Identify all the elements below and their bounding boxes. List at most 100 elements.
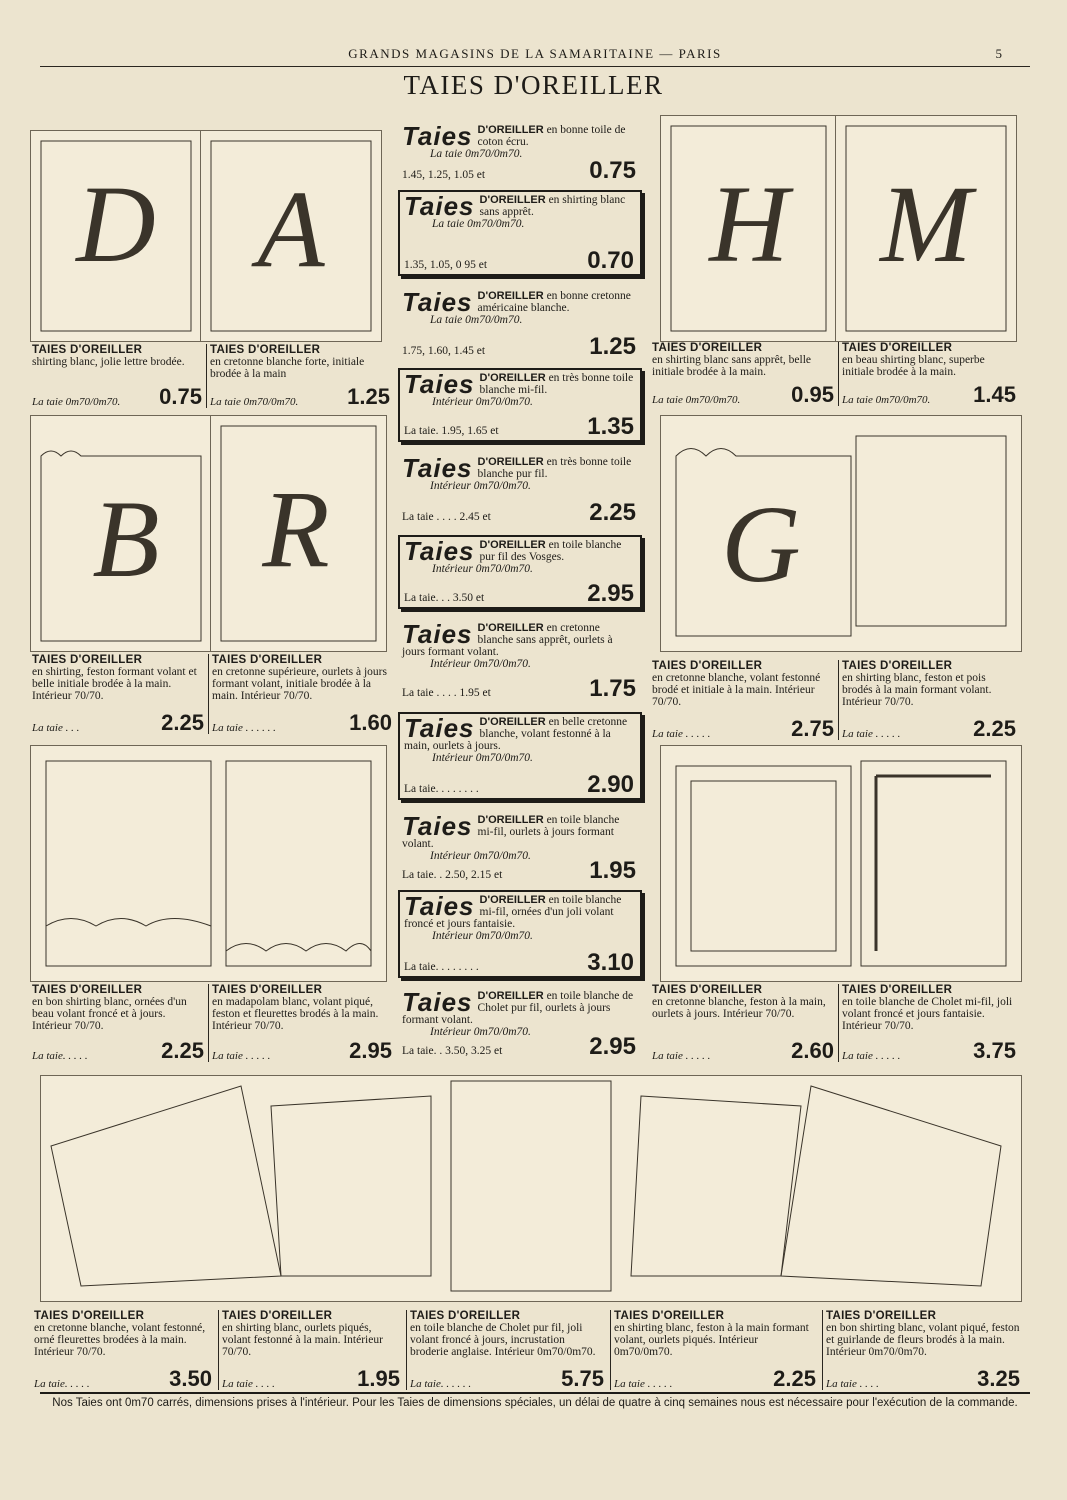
item-price: 1.75	[589, 675, 636, 702]
item-subheading: D'OREILLER	[477, 456, 544, 468]
item-size: Intérieur 0m70/0m70.	[430, 850, 531, 862]
divider	[218, 1310, 219, 1390]
item-size: Intérieur 0m70/0m70.	[432, 752, 533, 764]
item-subheading: D'OREILLER	[479, 716, 546, 728]
item-description: en shirting blanc, feston à la main form…	[614, 1322, 809, 1358]
item-description: en toile blanche pur fil des Vosges.	[479, 539, 622, 563]
divider	[406, 1310, 407, 1390]
item-description: en toile blanche mi-fil, ourlets à jours…	[402, 814, 620, 850]
item-price: 0.75	[589, 157, 636, 184]
item-size: La taie 0m70/0m70.	[430, 314, 523, 326]
item-description: shirting blanc, jolie lettre brodée.	[32, 356, 185, 368]
center-item: Taies D'OREILLER en toile blanche mi-fil,…	[398, 812, 642, 884]
item-price-label: La taie . . . .	[826, 1378, 879, 1390]
item-price-list: 1.35, 1.05, 0 95 et	[404, 259, 488, 271]
page-title: TAIES D'OREILLER	[403, 70, 664, 100]
item-description: en shirting, feston formant volant et be…	[32, 666, 197, 702]
item-heading: Taies	[404, 191, 475, 221]
divider	[208, 654, 209, 734]
item-heading: Taies	[402, 811, 473, 841]
item-heading: Taies	[402, 453, 473, 483]
item-description: en belle cretonne blanche, volant feston…	[404, 716, 628, 752]
pillowcase-illustration-b: B	[30, 415, 212, 652]
center-item: Taies D'OREILLER en belle cretonne blanch…	[398, 712, 642, 800]
item-price-label: La taie. . . . . .	[410, 1378, 472, 1390]
divider	[838, 342, 839, 406]
item-price: 2.25	[161, 710, 204, 735]
item-description: en bonne cretonne américaine blanche.	[477, 290, 631, 314]
item-price-label: La taie . . . . .	[652, 1050, 711, 1062]
item-price: 1.95	[589, 857, 636, 884]
divider	[610, 1310, 611, 1390]
page-header: GRANDS MAGASINS DE LA SAMARITAINE — PARI…	[40, 46, 1030, 67]
item-size: Intérieur 0m70/0m70.	[430, 1026, 531, 1038]
item-title: TAIES D'OREILLER	[842, 660, 953, 672]
item-description: en toile blanche de Cholet pur fil, ourl…	[402, 990, 634, 1026]
masthead: GRANDS MAGASINS DE LA SAMARITAINE — PARI…	[348, 46, 722, 61]
item-description: en toile blanche mi-fil, ornées d'un jol…	[404, 894, 622, 930]
monogram-letter: R	[261, 468, 329, 590]
item-subheading: D'OREILLER	[477, 814, 544, 826]
pillowcase-illustration-g: G	[660, 415, 1022, 652]
item-description: en toile blanche de Cholet pur fil, joli…	[410, 1322, 596, 1358]
item-subheading: D'OREILLER	[477, 990, 544, 1002]
divider	[838, 660, 839, 740]
item-subheading: D'OREILLER	[479, 539, 546, 551]
item-description: en cretonne blanche, volant festonné bro…	[652, 672, 821, 708]
item-description: en bonne toile de coton écru.	[477, 124, 626, 148]
item-title: TAIES D'OREILLER	[32, 344, 143, 356]
item-title: TAIES D'OREILLER	[212, 984, 323, 996]
item-price-list: La taie . . . . 1.95 et	[402, 687, 491, 699]
item-price-list: La taie. . . 3.50 et	[404, 592, 485, 604]
item-size: Intérieur 0m70/0m70.	[430, 658, 531, 670]
item-description: en bon shirting blanc, ornées d'un beau …	[32, 996, 187, 1032]
pillowcase-illustration-border-set	[660, 745, 1022, 982]
pillowcase-illustration-d: D	[30, 130, 202, 342]
monogram-letter: A	[250, 168, 325, 290]
item-price: 2.95	[349, 1038, 392, 1063]
item-description: en très bonne toile blanche pur fil.	[477, 456, 632, 480]
item-price-label: La taie . . . . .	[842, 1050, 901, 1062]
item-price: 3.50	[169, 1366, 212, 1391]
item-price-list: La taie . . . . 2.45 et	[402, 511, 491, 523]
pillowcase-illustration-r: R	[210, 415, 387, 652]
item-price: 2.60	[791, 1038, 834, 1063]
center-item: Taies D'OREILLER en très bonne toile blan…	[398, 454, 642, 526]
item-description: en toile blanche de Cholet mi-fil, joli …	[842, 996, 1013, 1032]
item-price: 2.25	[773, 1366, 816, 1391]
item-price: 3.75	[973, 1038, 1016, 1063]
item-price-label: La taie 0m70/0m70.	[842, 394, 931, 406]
pillowcase-illustration-bottom-row	[40, 1075, 1022, 1302]
item-size: Intérieur 0m70/0m70.	[432, 930, 533, 942]
item-heading: Taies	[404, 891, 475, 921]
item-price-label: La taie 0m70/0m70.	[652, 394, 741, 406]
item-price-label: La taie 0m70/0m70.	[210, 396, 299, 408]
monogram-letter: G	[721, 483, 800, 605]
item-heading: Taies	[404, 713, 475, 743]
item-title: TAIES D'OREILLER	[32, 654, 143, 666]
item-size: La taie 0m70/0m70.	[432, 218, 525, 230]
item-subheading: D'OREILLER	[477, 290, 544, 302]
pillowcase-illustration-h: H	[660, 115, 837, 342]
item-subheading: D'OREILLER	[479, 372, 546, 384]
divider	[206, 344, 207, 408]
item-subheading: D'OREILLER	[477, 124, 544, 136]
item-price: 1.60	[349, 710, 392, 735]
item-title: TAIES D'OREILLER	[842, 984, 953, 996]
item-price: 3.25	[977, 1366, 1020, 1391]
item-price-list: La taie. . 3.50, 3.25 et	[402, 1045, 503, 1057]
item-price: 2.25	[161, 1038, 204, 1063]
item-heading: Taies	[404, 536, 475, 566]
item-price: 1.25	[347, 384, 390, 409]
